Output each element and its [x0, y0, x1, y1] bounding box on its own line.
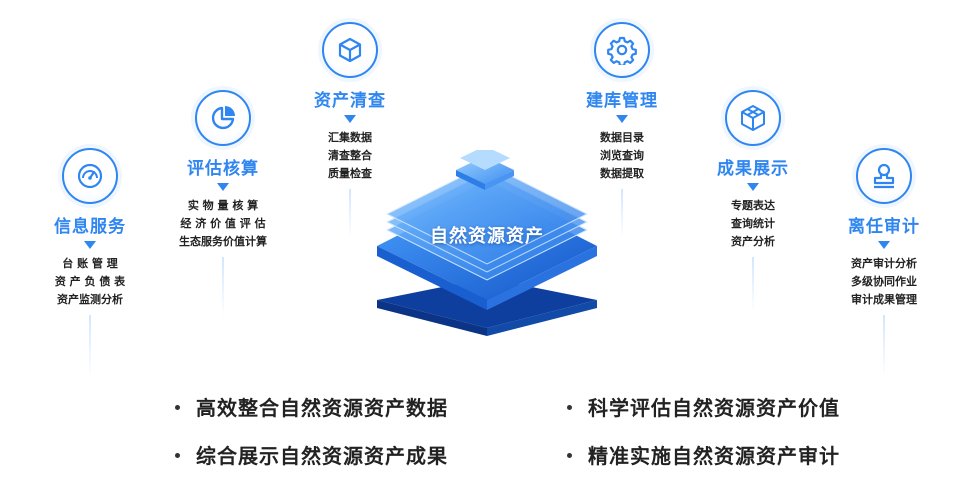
- module-title: 成果展示: [717, 159, 789, 179]
- module-item: 生态服务价值计算: [179, 235, 267, 248]
- center-platform: 自然资源资产: [372, 146, 602, 340]
- module-results-display: 成果展示 专题表达 查询统计 资产分析: [673, 90, 833, 312]
- bullet-dot-icon: [175, 453, 180, 458]
- bullet-item: 科学评估自然资源资产价值: [567, 392, 840, 421]
- module-database-management: 建库管理 数据目录 浏览查询 数据提取: [542, 22, 702, 239]
- module-items: 专题表达 查询统计 资产分析: [673, 197, 833, 251]
- down-triangle-icon: [84, 241, 96, 249]
- bullet-item: 精准实施自然资源资产审计: [567, 440, 840, 469]
- module-departure-audit: 离任审计 资产审计分析 多级协同作业 审计成果管理: [804, 148, 964, 377]
- down-triangle-icon: [878, 241, 890, 249]
- module-item: 汇集数据: [328, 131, 372, 144]
- stamp-icon: [856, 148, 912, 204]
- bullet-text: 精准实施自然资源资产审计: [588, 444, 840, 468]
- module-item: 经 济 价 值 评 估: [180, 217, 266, 230]
- connector-line: [883, 315, 885, 377]
- center-label: 自然资源资产: [430, 226, 544, 247]
- bullet-text: 综合展示自然资源资产成果: [196, 444, 448, 468]
- gear-icon: [594, 22, 650, 78]
- module-item: 浏览查询: [600, 149, 644, 162]
- module-title: 评估核算: [187, 159, 259, 179]
- module-item: 数据提取: [600, 167, 644, 180]
- module-item: 审计成果管理: [851, 293, 917, 306]
- connector-line: [222, 257, 224, 317]
- connector-line: [752, 257, 754, 312]
- module-item: 资 产 负 债 表: [54, 275, 126, 288]
- module-item: 实 物 量 核 算: [187, 199, 259, 212]
- stacked-layers-graphic: [377, 146, 597, 336]
- module-evaluation: 评估核算 实 物 量 核 算 经 济 价 值 评 估 生态服务价值计算: [143, 90, 303, 317]
- bullet-dot-icon: [567, 453, 572, 458]
- bullet-item: 高效整合自然资源资产数据: [175, 392, 448, 421]
- module-items: 实 物 量 核 算 经 济 价 值 评 估 生态服务价值计算: [143, 197, 303, 251]
- down-triangle-icon: [344, 115, 356, 123]
- module-item: 专题表达: [731, 199, 775, 212]
- connector-line: [89, 315, 91, 377]
- bullet-text: 高效整合自然资源资产数据: [196, 396, 448, 420]
- connector-line: [621, 189, 623, 239]
- bullet-item: 综合展示自然资源资产成果: [175, 440, 448, 469]
- module-items: 资产审计分析 多级协同作业 审计成果管理: [804, 255, 964, 309]
- module-title: 信息服务: [54, 217, 126, 237]
- module-title: 资产清查: [314, 91, 386, 111]
- down-triangle-icon: [747, 183, 759, 191]
- module-item: 多级协同作业: [851, 275, 917, 288]
- pie-chart-icon: [195, 90, 251, 146]
- module-item: 资产分析: [731, 235, 775, 248]
- connector-line: [349, 189, 351, 239]
- module-item: 清查整合: [328, 149, 372, 162]
- down-triangle-icon: [217, 183, 229, 191]
- module-item: 质量检查: [328, 167, 372, 180]
- module-info-service: 信息服务 台 账 管 理 资 产 负 债 表 资产监测分析: [10, 148, 170, 377]
- module-item: 台 账 管 理: [62, 257, 118, 270]
- down-triangle-icon: [616, 115, 628, 123]
- module-items: 汇集数据 清查整合 质量检查: [270, 129, 430, 183]
- wireframe-cube-icon: [725, 90, 781, 146]
- bullet-text: 科学评估自然资源资产价值: [588, 396, 840, 420]
- module-items: 台 账 管 理 资 产 负 债 表 资产监测分析: [10, 255, 170, 309]
- cube-icon: [322, 22, 378, 78]
- speedometer-icon: [62, 148, 118, 204]
- module-item: 资产审计分析: [851, 257, 917, 270]
- module-title: 建库管理: [586, 91, 658, 111]
- bullet-dot-icon: [175, 405, 180, 410]
- module-item: 数据目录: [600, 131, 644, 144]
- module-item: 查询统计: [731, 217, 775, 230]
- module-items: 数据目录 浏览查询 数据提取: [542, 129, 702, 183]
- module-title: 离任审计: [848, 217, 920, 237]
- bullet-dot-icon: [567, 405, 572, 410]
- module-item: 资产监测分析: [57, 293, 123, 306]
- module-asset-inventory: 资产清查 汇集数据 清查整合 质量检查: [270, 22, 430, 239]
